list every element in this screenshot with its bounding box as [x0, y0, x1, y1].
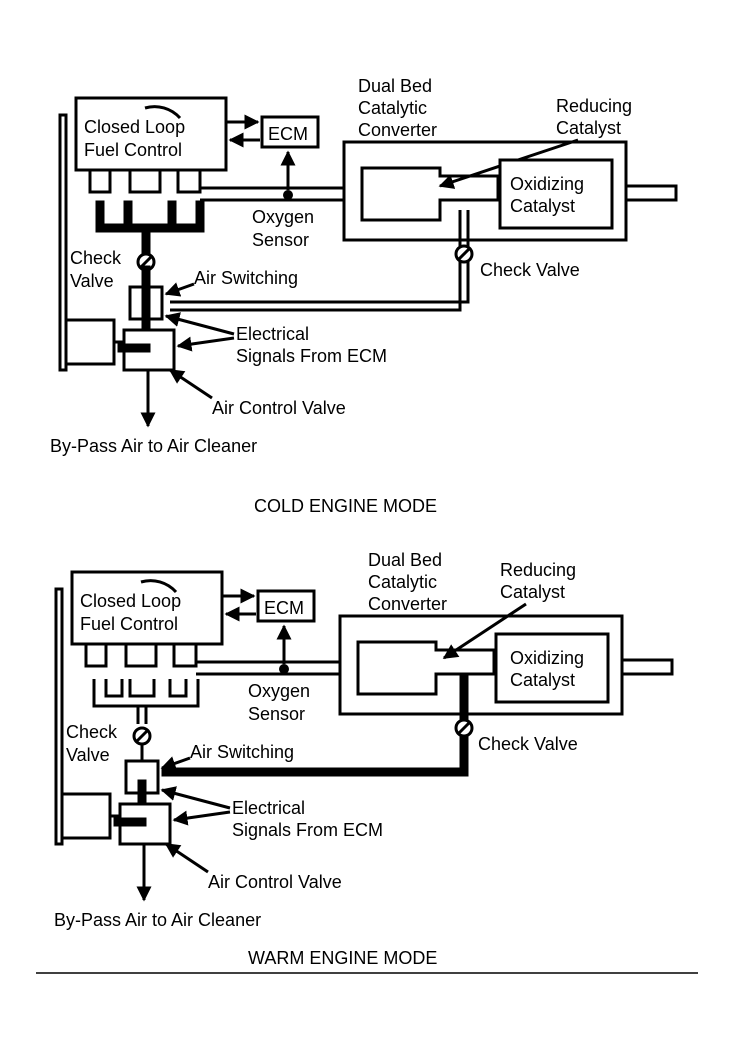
signal-arrow-2 — [172, 810, 231, 826]
oxidizing-label-1: Oxidizing — [510, 174, 584, 194]
signals-label-2: Signals From ECM — [232, 820, 383, 840]
ecm-box — [256, 589, 316, 623]
engine-rail — [54, 587, 64, 846]
air-switching-pointer — [164, 282, 195, 297]
engine-rail — [58, 113, 68, 372]
signal-arrow-1 — [160, 786, 231, 810]
tailpipe — [626, 184, 678, 202]
check-left-label-1: Check — [66, 722, 118, 742]
bypass-label: By-Pass Air to Air Cleaner — [50, 436, 257, 456]
oxygen-sensor — [283, 190, 293, 200]
oxidizing-label-2: Catalyst — [510, 196, 575, 216]
fuel-control-label-1: Closed Loop — [84, 117, 185, 137]
signal-arrow-2 — [176, 336, 235, 352]
reducing-label-1: Reducing — [556, 96, 632, 116]
check-valve-left-mark — [134, 728, 150, 744]
air-control-label: Air Control Valve — [212, 398, 346, 418]
fuel-control-label-1: Closed Loop — [80, 591, 181, 611]
tailpipe — [622, 658, 674, 676]
check-valve-right-label: Check Valve — [480, 260, 580, 280]
air-control-pointer — [168, 368, 213, 400]
oxygen-label-2: Sensor — [252, 230, 309, 250]
reducing-label-2: Catalyst — [500, 582, 565, 602]
converter-label-1: Dual Bed — [368, 550, 442, 570]
air-switching-label: Air Switching — [194, 268, 298, 288]
converter-label-2: Catalytic — [358, 98, 427, 118]
signals-label-1: Electrical — [232, 798, 305, 818]
air-manifold-inactive — [92, 679, 200, 708]
air-pump-box — [60, 792, 112, 840]
converter-label-2: Catalytic — [368, 572, 437, 592]
oxygen-label-1: Oxygen — [252, 207, 314, 227]
fuel-arc — [140, 579, 178, 594]
signals-label-2: Signals From ECM — [236, 346, 387, 366]
air-control-pointer — [164, 842, 209, 874]
check-valve-right-label: Check Valve — [478, 734, 578, 754]
ecm-label: ECM — [268, 124, 308, 144]
reducing-bed — [360, 166, 500, 222]
warm-mode-caption: WARM ENGINE MODE — [248, 948, 437, 968]
reducing-pointer — [442, 602, 527, 660]
warm-engine-diagram: Closed Loop Fuel Control ECM Oxygen Sens… — [54, 550, 674, 968]
reducing-label-1: Reducing — [500, 560, 576, 580]
check-left-label-2: Valve — [66, 745, 110, 765]
oxygen-label-2: Sensor — [248, 704, 305, 724]
oxidizing-bed — [498, 158, 614, 230]
cold-engine-diagram: Closed Loop Fuel Control ECM Oxygen Sens… — [50, 76, 678, 516]
converter-label-1: Dual Bed — [358, 76, 432, 96]
converter-label-3: Converter — [368, 594, 447, 614]
air-control-label: Air Control Valve — [208, 872, 342, 892]
oxygen-label-1: Oxygen — [248, 681, 310, 701]
oxygen-sensor — [279, 664, 289, 674]
air-pump-box — [64, 318, 116, 366]
exhaust-ports — [88, 170, 202, 194]
signal-arrow-1 — [164, 312, 235, 336]
fuel-control-label-2: Fuel Control — [84, 140, 182, 160]
signals-label-1: Electrical — [236, 324, 309, 344]
ecm-label: ECM — [264, 598, 304, 618]
air-switching-pointer — [160, 756, 191, 771]
fuel-control-label-2: Fuel Control — [80, 614, 178, 634]
converter-air-pipe-active — [161, 674, 469, 777]
exhaust-ports — [84, 644, 198, 668]
bypass-label: By-Pass Air to Air Cleaner — [54, 910, 261, 930]
air-switching-label: Air Switching — [190, 742, 294, 762]
oxidizing-bed — [494, 632, 610, 704]
fuel-control-box — [74, 96, 228, 172]
check-left-label-2: Valve — [70, 271, 114, 291]
air-feed-inactive — [136, 706, 148, 724]
cold-mode-caption: COLD ENGINE MODE — [254, 496, 437, 516]
oxidizing-label-1: Oxidizing — [510, 648, 584, 668]
ecm-box — [260, 115, 320, 149]
converter-air-pipe — [170, 210, 470, 312]
check-valve-right-mark — [456, 246, 472, 262]
fuel-control-box — [70, 570, 224, 646]
converter-label-3: Converter — [358, 120, 437, 140]
check-left-label-1: Check — [70, 248, 122, 268]
reducing-bed — [356, 640, 496, 696]
fuel-arc — [144, 105, 182, 120]
check-valve-right-mark — [456, 720, 472, 736]
reducing-label-2: Catalyst — [556, 118, 621, 138]
oxidizing-label-2: Catalyst — [510, 670, 575, 690]
